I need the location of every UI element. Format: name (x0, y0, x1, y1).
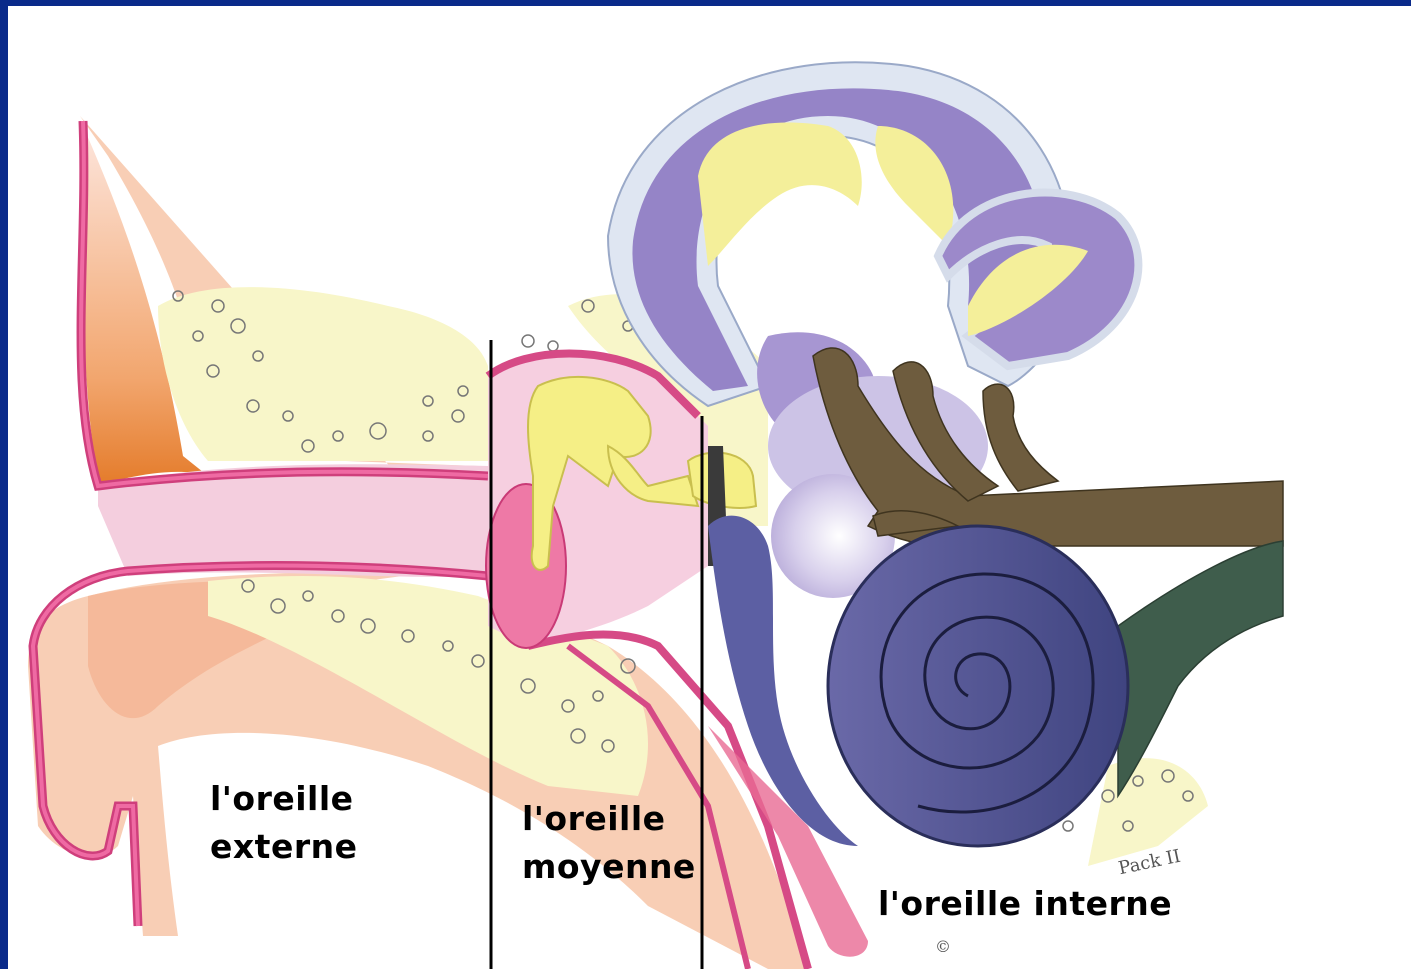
inner-ear-label: l'oreille interne (878, 880, 1172, 928)
outer-ear-label: l'oreille externe (210, 775, 357, 871)
outer-ear-label-line1: l'oreille (210, 775, 357, 823)
cochlea (828, 526, 1128, 846)
middle-ear-label-line1: l'oreille (522, 795, 696, 843)
middle-ear-label: l'oreille moyenne (522, 795, 696, 891)
copyright-symbol: © (935, 937, 951, 956)
outer-ear-label-line2: externe (210, 823, 357, 871)
eardrum (486, 484, 566, 648)
middle-ear-label-line2: moyenne (522, 843, 696, 891)
